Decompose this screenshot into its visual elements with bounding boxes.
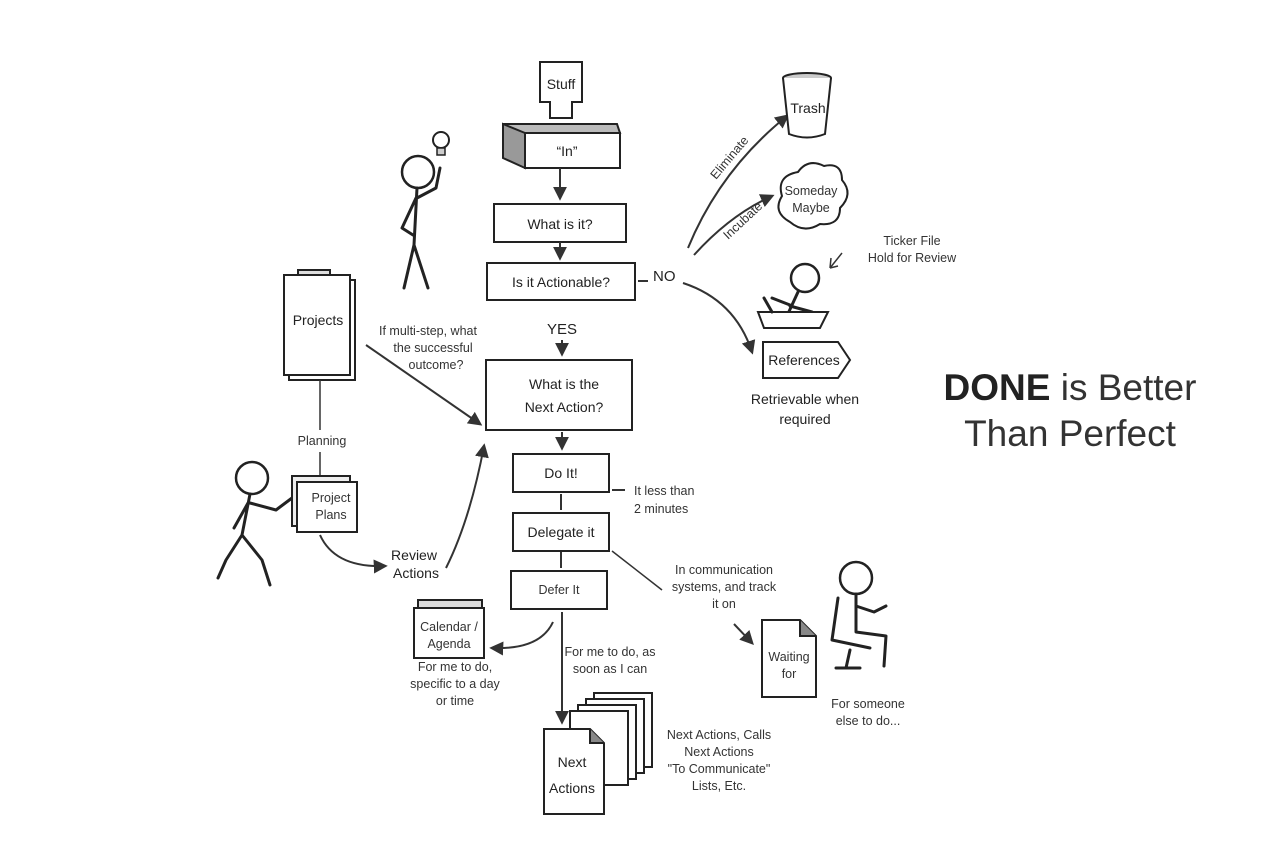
specific-label-2: specific to a day [410, 677, 500, 691]
trash-node: Trash [782, 72, 832, 139]
review-label-1: Review [391, 547, 438, 563]
next-action-box [485, 359, 633, 431]
waiting-label-1: Waiting [768, 650, 809, 664]
walking-figure-icon [216, 460, 294, 587]
tagline-bold: DONE [943, 367, 1051, 408]
two-min-label-2: 2 minutes [634, 502, 688, 516]
someday-maybe-node: Someday Maybe [777, 162, 849, 230]
defer-box [510, 570, 608, 610]
someday-label-1: Someday [785, 184, 839, 198]
lists-label-3: "To Communicate" [668, 762, 771, 776]
next-actions-label-2: Actions [549, 780, 595, 796]
seated-figure-icon [830, 560, 888, 670]
calendar-label-2: Agenda [427, 637, 470, 651]
comm-label-1: In communication [675, 563, 773, 577]
projects-label: Projects [293, 312, 344, 328]
multistep-label-2: the successful [393, 341, 472, 355]
planning-label: Planning [298, 434, 347, 448]
in-tray-node: “In” [502, 122, 622, 170]
project-plans-label-2: Plans [315, 508, 346, 522]
next-actions-node: Next Actions [543, 692, 653, 815]
actionable-box [486, 262, 636, 301]
references-node: References [762, 341, 852, 379]
delegate-label: Delegate it [528, 524, 595, 540]
stuff-node: Stuff [539, 61, 583, 119]
specific-label-1: For me to do, [418, 660, 492, 674]
in-label: “In” [557, 143, 578, 159]
next-actions-label-1: Next [558, 754, 587, 770]
two-min-label-1: It less than [634, 484, 694, 498]
asap-label-1: For me to do, as [564, 645, 655, 659]
delegate-box [512, 512, 610, 552]
calendar-label-1: Calendar / [420, 620, 478, 634]
do-it-box [512, 453, 610, 493]
yes-label: YES [547, 321, 577, 338]
someone-label-2: else to do... [836, 714, 901, 728]
multistep-label-3: outcome? [409, 358, 464, 372]
trash-can-icon [782, 77, 832, 139]
defer-label: Defer It [539, 583, 581, 597]
ticker-label-2: Hold for Review [868, 251, 957, 265]
tagline-line-1: DONE is Better [905, 365, 1235, 411]
desk-figure-icon [756, 262, 830, 329]
tagline-line-2: Than Perfect [964, 413, 1176, 454]
calendar-agenda-node: Calendar / Agenda [413, 599, 485, 659]
tagline-rest: is Better [1050, 367, 1197, 408]
next-actions-document-icon [543, 728, 605, 815]
retrievable-label-2: required [779, 411, 830, 427]
lightbulb-icon [432, 131, 450, 156]
project-plans-node: Project Plans [291, 475, 358, 533]
projects-node: Projects [283, 269, 356, 381]
what-is-it-label: What is it? [527, 216, 593, 232]
comm-label-2: systems, and track [672, 580, 777, 594]
what-is-it-box [493, 203, 627, 243]
thinking-figure-icon [400, 154, 442, 290]
asap-label-2: soon as I can [573, 662, 647, 676]
project-plans-label-1: Project [312, 491, 351, 505]
someday-label-2: Maybe [792, 201, 830, 215]
multistep-label-1: If multi-step, what [379, 324, 477, 338]
no-label: NO [653, 268, 676, 285]
waiting-document-icon [761, 619, 817, 698]
lists-label-4: Lists, Etc. [692, 779, 746, 793]
actionable-label: Is it Actionable? [512, 274, 610, 290]
stuff-label: Stuff [547, 76, 576, 92]
waiting-label-2: for [782, 667, 797, 681]
ticker-label-1: Ticker File [883, 234, 940, 248]
do-it-label: Do It! [544, 465, 577, 481]
next-action-label-1: What is the [529, 376, 599, 392]
retrievable-label-1: Retrievable when [751, 391, 859, 407]
references-label: References [768, 352, 840, 368]
trash-label: Trash [790, 100, 825, 116]
lists-label-2: Next Actions [684, 745, 753, 759]
tagline: DONE is Better Than Perfect [905, 365, 1235, 457]
next-action-label-2: Next Action? [525, 399, 604, 415]
lists-label-1: Next Actions, Calls [667, 728, 771, 742]
review-label-2: Actions [393, 565, 439, 581]
specific-label-3: or time [436, 694, 474, 708]
comm-label-3: it on [712, 597, 736, 611]
waiting-for-node: Waiting for [761, 619, 817, 698]
incubate-label: Incubate [720, 199, 765, 242]
someone-label-1: For someone [831, 697, 905, 711]
cloud-icon [777, 162, 849, 230]
